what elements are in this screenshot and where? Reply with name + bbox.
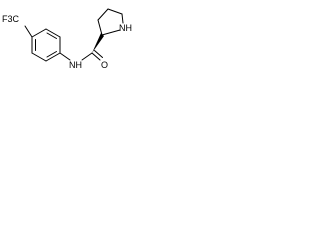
bond-cf3-ring xyxy=(24,25,33,38)
bond-carbonyl-o xyxy=(91,52,101,61)
pyrrolidine-ring xyxy=(97,8,124,36)
ring-double-bond xyxy=(46,32,57,39)
stereo-wedge xyxy=(92,33,104,53)
bond-ring-nh xyxy=(59,52,71,61)
molecule-structure: F3C NH O NH xyxy=(2,8,132,70)
bond-carbonyl-o-second xyxy=(94,50,103,58)
pyrrolidine-bond xyxy=(101,29,121,36)
pyrrolidine-bond xyxy=(97,19,103,36)
benzene-ring xyxy=(31,28,61,62)
amide-nitrogen-label: NH xyxy=(69,60,82,70)
ring-bond xyxy=(45,28,61,38)
carbonyl-oxygen-label: O xyxy=(101,60,108,70)
ring-nitrogen-label: NH xyxy=(119,23,132,33)
ring-bond xyxy=(31,52,47,62)
pyrrolidine-bond xyxy=(97,8,109,21)
pyrrolidine-bond xyxy=(121,13,124,24)
trifluoromethyl-label: F3C xyxy=(2,14,20,24)
bond-nh-carbonyl xyxy=(81,52,93,61)
ring-double-bond xyxy=(46,51,57,58)
ring-bond xyxy=(45,52,61,62)
ring-bond xyxy=(31,28,47,38)
pyrrolidine-bond xyxy=(107,8,123,15)
